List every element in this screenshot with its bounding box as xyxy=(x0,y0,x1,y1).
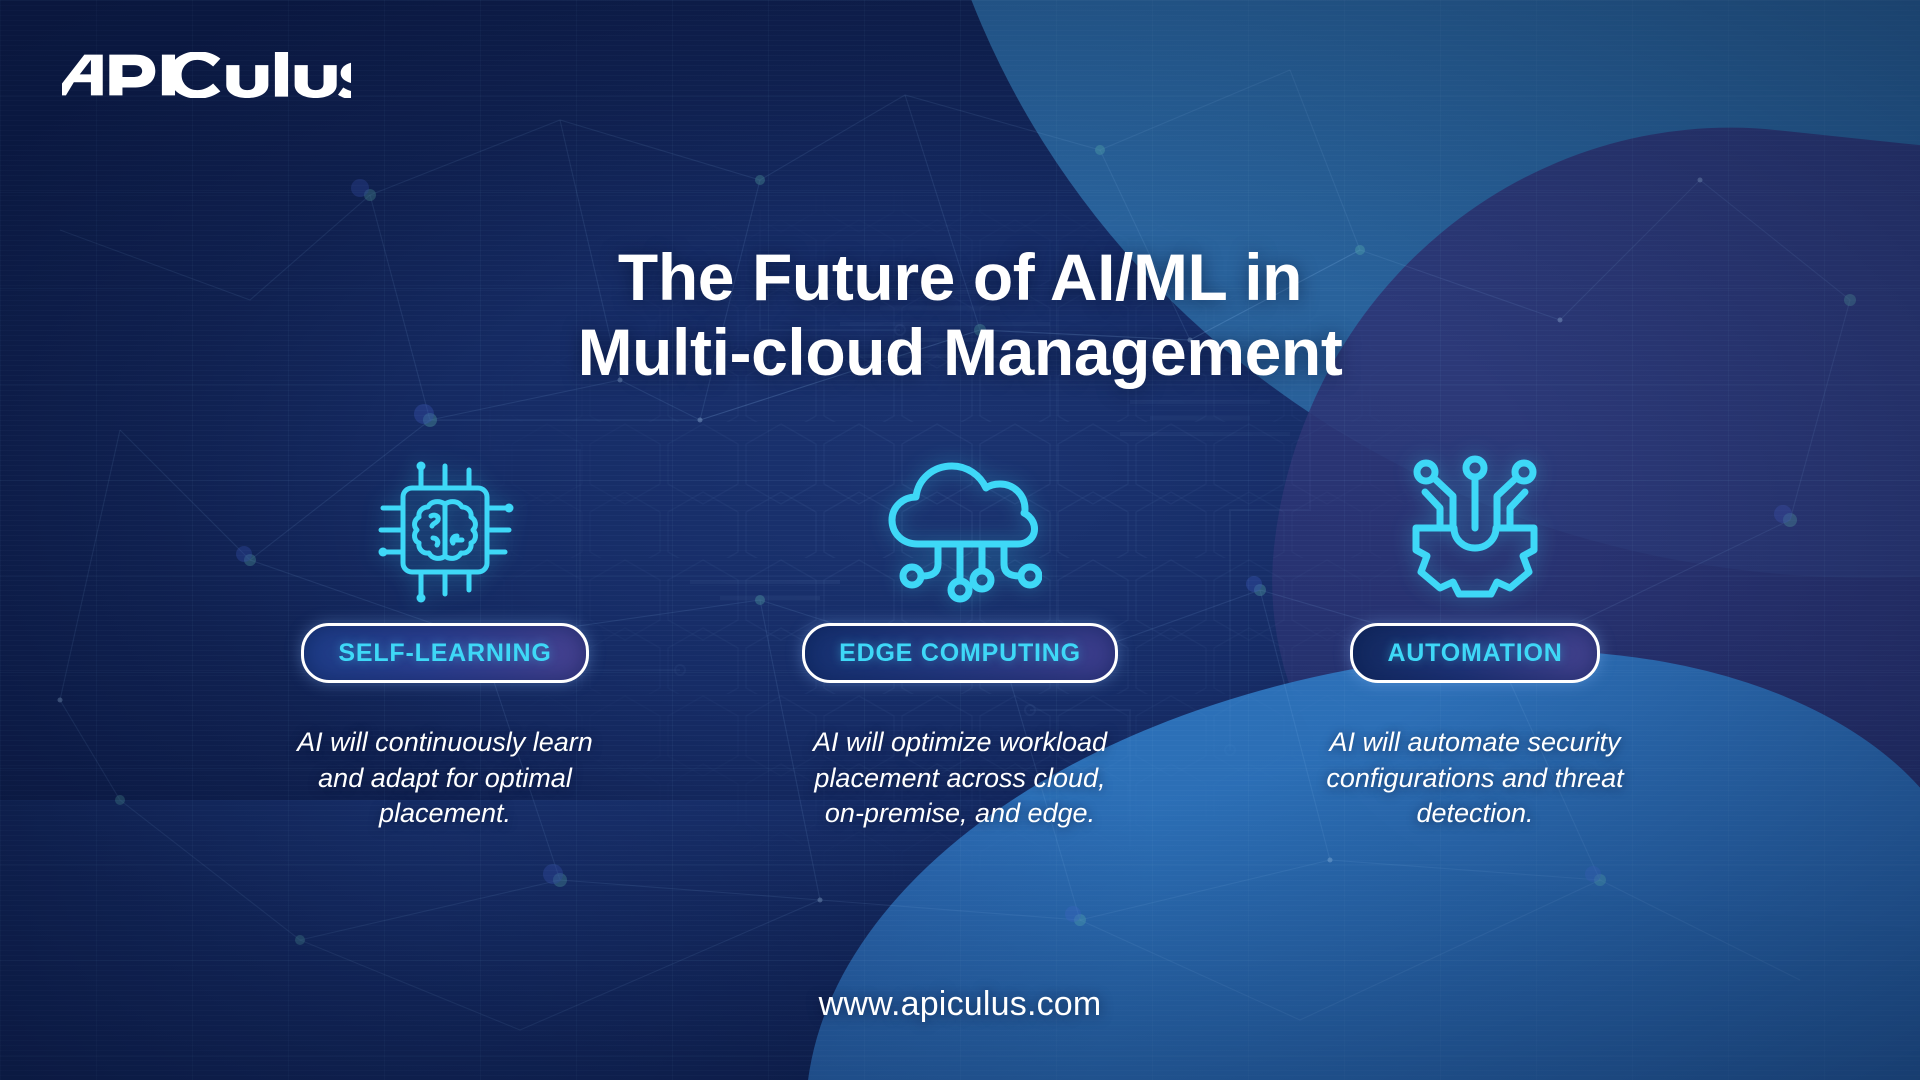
description-self-learning: AI will continuously learn and adapt for… xyxy=(297,727,593,829)
feature-column-edge-computing: EDGE COMPUTING AI will optimize workload… xyxy=(745,445,1175,832)
badge-label: EDGE COMPUTING xyxy=(839,638,1081,667)
feature-column-self-learning: SELF-LEARNING AI will continuously learn… xyxy=(230,445,660,832)
brain-chip-icon xyxy=(369,445,521,615)
description-automation: AI will automate security configurations… xyxy=(1326,727,1624,829)
cloud-network-icon xyxy=(878,445,1042,615)
badge-automation[interactable]: AUTOMATION xyxy=(1350,623,1600,683)
badge-self-learning[interactable]: SELF-LEARNING xyxy=(301,623,589,683)
feature-columns: SELF-LEARNING AI will continuously learn… xyxy=(230,445,1690,832)
badge-label: AUTOMATION xyxy=(1387,638,1563,667)
title-line-2: Multi-cloud Management xyxy=(577,314,1343,389)
apiculus-logo: APICULUS xyxy=(62,52,352,98)
background-circuit-pattern xyxy=(430,150,1490,910)
badge-edge-computing[interactable]: EDGE COMPUTING xyxy=(802,623,1118,683)
description-edge-computing: AI will optimize workload placement acro… xyxy=(812,727,1108,829)
badge-label: SELF-LEARNING xyxy=(338,638,552,667)
page-title: The Future of AI/ML in Multi-cloud Manag… xyxy=(0,240,1920,389)
footer-url[interactable]: www.apiculus.com xyxy=(818,985,1102,1023)
gear-circuit-icon xyxy=(1396,445,1554,615)
title-line-1: The Future of AI/ML in xyxy=(617,240,1303,314)
feature-column-automation: AUTOMATION AI will automate security con… xyxy=(1260,445,1690,832)
